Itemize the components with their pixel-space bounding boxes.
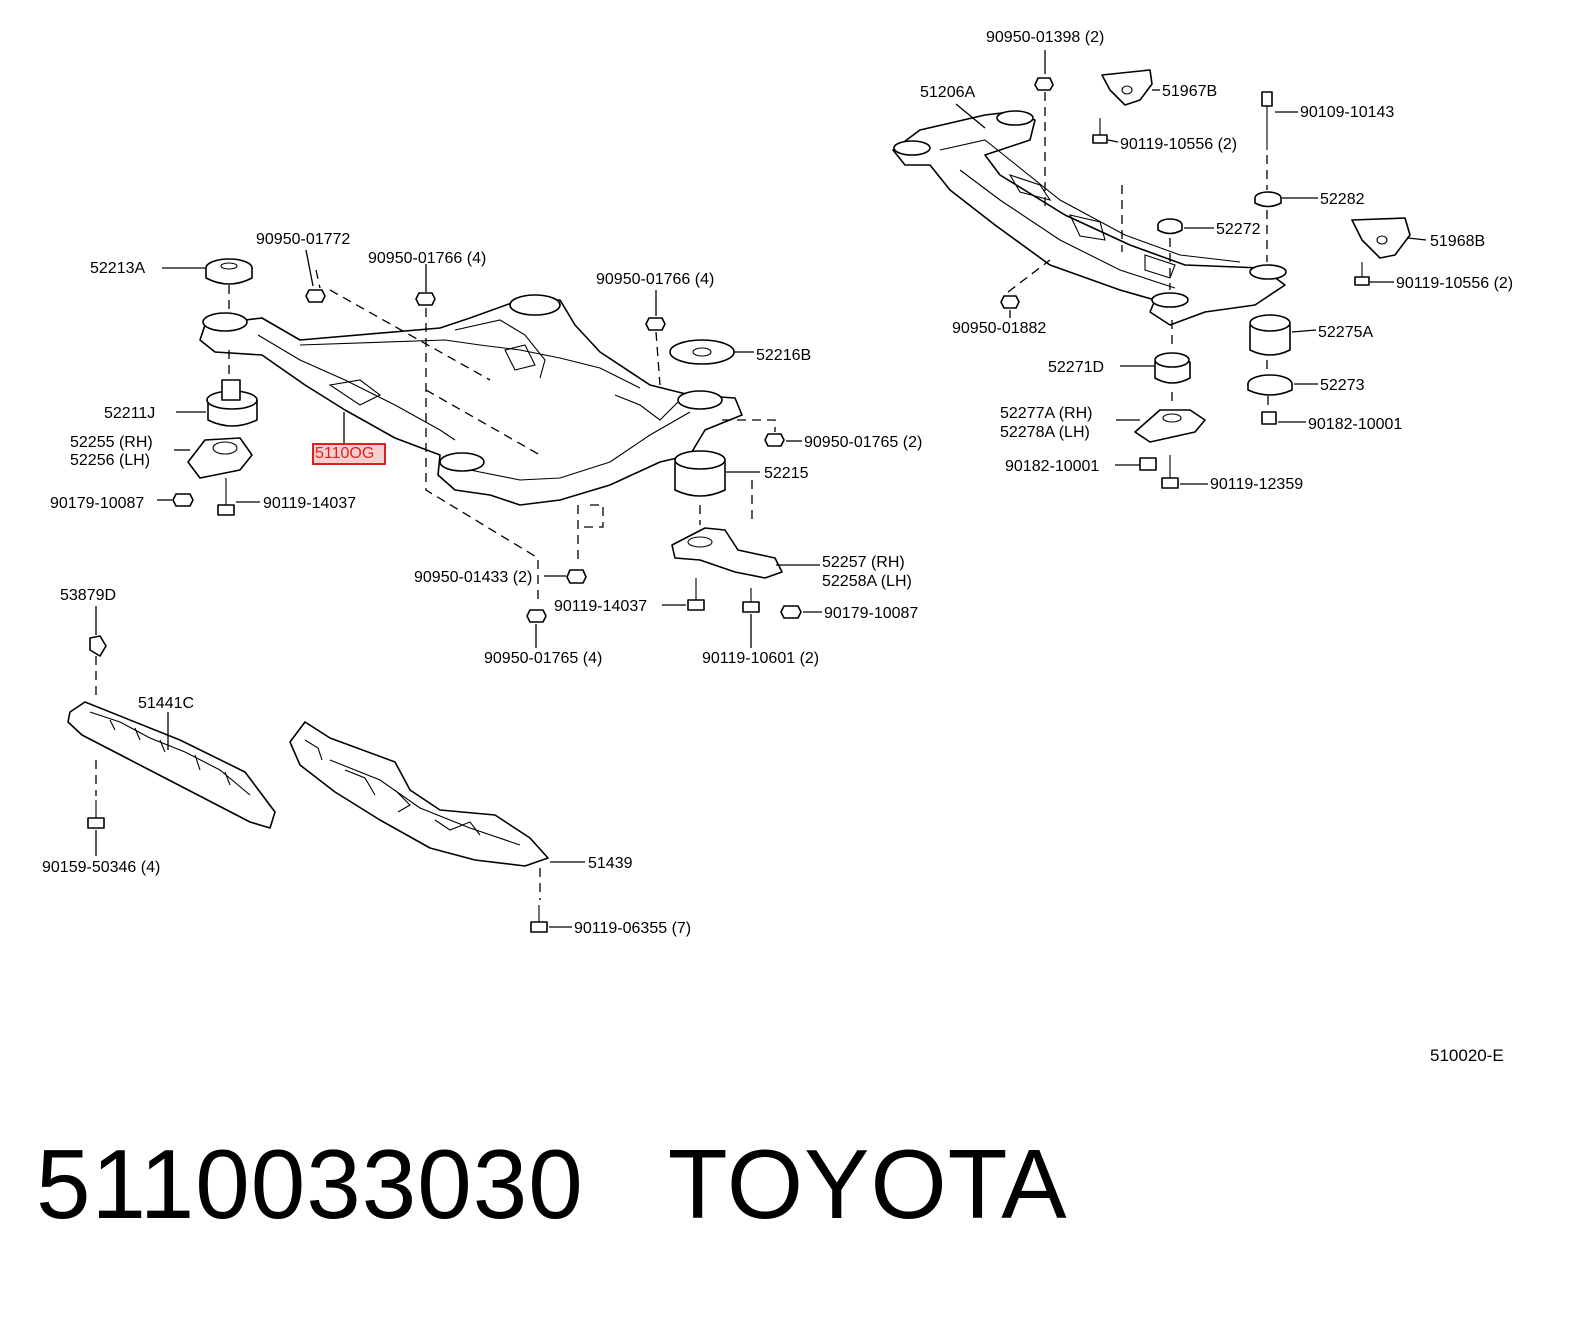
callout-c10[interactable]: 90950-01882 <box>952 320 1046 337</box>
bushing-52215[interactable] <box>674 450 726 497</box>
part-number: 5110033030 <box>36 1129 584 1239</box>
callout-c32[interactable]: 52258A (LH) <box>822 573 912 590</box>
brand-name: TOYOTA <box>667 1129 1068 1239</box>
callout-c39[interactable]: 51441C <box>138 695 194 712</box>
callout-c18[interactable]: 90119-12359 <box>1210 476 1303 493</box>
callout-c21[interactable]: 90950-01766 (4) <box>596 271 714 288</box>
nut-90950-01766-a[interactable] <box>415 292 436 306</box>
clip-53879D[interactable] <box>89 635 107 657</box>
diagram-reference: 510020-E <box>1430 1046 1504 1065</box>
bolt-90119-10556-a[interactable] <box>1092 118 1108 144</box>
callout-c8[interactable]: 51968B <box>1430 233 1485 250</box>
highlighted-part-box[interactable] <box>312 443 386 465</box>
callout-c7[interactable]: 52272 <box>1216 221 1261 238</box>
nut-90950-01766-b[interactable] <box>645 317 666 331</box>
callout-c2[interactable]: 51206A <box>920 84 975 101</box>
bolt-90109-10143[interactable] <box>1261 91 1273 150</box>
nut-90950-01398[interactable] <box>1034 77 1054 91</box>
bolt-90119-14037-b[interactable] <box>687 578 705 611</box>
nut-90950-01765-a[interactable] <box>764 433 785 447</box>
footer-title: 5110033030 TOYOTA <box>36 1128 1068 1241</box>
callout-c4[interactable]: 90109-10143 <box>1300 104 1394 121</box>
callout-c5[interactable]: 90119-10556 (2) <box>1120 136 1237 153</box>
nut-90182-10001-b[interactable] <box>1139 457 1157 471</box>
callout-c1[interactable]: 90950-01398 (2) <box>986 29 1104 46</box>
callout-c29[interactable]: 90179-10087 <box>50 495 144 512</box>
nut-90179-10087-b[interactable] <box>780 605 802 619</box>
assembly-lines <box>95 92 1269 900</box>
nut-90950-01433[interactable] <box>566 569 587 584</box>
bolt-90119-14037-a[interactable] <box>217 478 235 516</box>
bracket-52277A[interactable] <box>1134 409 1206 443</box>
mount-52273[interactable] <box>1247 374 1293 396</box>
bolt-90119-12359[interactable] <box>1161 455 1179 489</box>
engine-under-cover-51439[interactable] <box>289 721 549 867</box>
bolt-90119-10601[interactable] <box>742 588 760 613</box>
callout-c26[interactable]: 52256 (LH) <box>70 452 150 469</box>
callout-c19[interactable]: 90950-01772 <box>256 231 350 248</box>
callout-c33[interactable]: 90950-01433 (2) <box>414 569 532 586</box>
callout-c15[interactable]: 52278A (LH) <box>1000 424 1090 441</box>
bushing-52271D[interactable] <box>1154 352 1191 384</box>
callout-c37[interactable]: 90950-01765 (4) <box>484 650 602 667</box>
callout-c28[interactable]: 52215 <box>764 465 809 482</box>
callout-c17[interactable]: 90182-10001 <box>1005 458 1099 475</box>
callout-c12[interactable]: 52271D <box>1048 359 1104 376</box>
splash-shield-51441C[interactable] <box>67 701 276 829</box>
bracket-51968B[interactable] <box>1351 217 1411 259</box>
nut-90950-01882[interactable] <box>1000 295 1020 309</box>
callout-c36[interactable]: 90179-10087 <box>824 605 918 622</box>
mount-52272[interactable] <box>1157 218 1183 235</box>
callout-c24[interactable]: 52211J <box>104 405 155 422</box>
callout-c22[interactable]: 52213A <box>90 260 145 277</box>
callout-c9[interactable]: 90119-10556 (2) <box>1396 275 1513 292</box>
callout-c20[interactable]: 90950-01766 (4) <box>368 250 486 267</box>
callout-c34[interactable]: 53879D <box>60 587 116 604</box>
nut-90179-10087-a[interactable] <box>172 493 194 507</box>
bolt-90159-50346[interactable] <box>87 800 105 829</box>
callout-c23[interactable]: 52216B <box>756 347 811 364</box>
mount-52213A[interactable] <box>205 258 253 285</box>
callout-c38[interactable]: 90119-10601 (2) <box>702 650 819 667</box>
callout-c41[interactable]: 90159-50346 (4) <box>42 859 160 876</box>
leader-lines <box>95 50 1427 928</box>
callout-c27[interactable]: 90950-01765 (2) <box>804 434 922 451</box>
bracket-52257[interactable] <box>671 527 783 579</box>
callout-c14[interactable]: 52277A (RH) <box>1000 405 1093 422</box>
callout-c13[interactable]: 52273 <box>1320 377 1365 394</box>
callout-c3[interactable]: 51967B <box>1162 83 1217 100</box>
nut-90950-01772[interactable] <box>305 289 326 303</box>
callout-c31[interactable]: 52257 (RH) <box>822 554 905 571</box>
bushing-52211J[interactable] <box>206 379 258 427</box>
nut-90182-10001-a[interactable] <box>1261 411 1277 425</box>
callout-c35[interactable]: 90119-14037 <box>554 598 647 615</box>
callout-c40[interactable]: 51439 <box>588 855 633 872</box>
callout-labels: 90950-01398 (2) 51206A 51967B 90109-1014… <box>42 29 1513 937</box>
bolt-90119-10556-b[interactable] <box>1354 262 1370 286</box>
callout-c25[interactable]: 52255 (RH) <box>70 434 153 451</box>
mount-52282[interactable] <box>1254 191 1282 208</box>
callout-c11[interactable]: 52275A <box>1318 324 1373 341</box>
bracket-52255[interactable] <box>187 437 253 479</box>
bolt-90119-06355[interactable] <box>530 905 548 933</box>
bushing-52275A[interactable] <box>1249 314 1291 356</box>
callout-c6[interactable]: 52282 <box>1320 191 1365 208</box>
bracket-51967B[interactable] <box>1101 69 1153 106</box>
rear-suspension-crossmember[interactable] <box>892 110 1287 326</box>
callout-c42[interactable]: 90119-06355 (7) <box>574 920 691 937</box>
nut-90950-01765-b[interactable] <box>526 609 547 623</box>
callout-c16[interactable]: 90182-10001 <box>1308 416 1402 433</box>
front-suspension-crossmember[interactable] <box>199 294 743 506</box>
mount-52216B[interactable] <box>669 339 735 365</box>
callout-c30[interactable]: 90119-14037 <box>263 495 356 512</box>
